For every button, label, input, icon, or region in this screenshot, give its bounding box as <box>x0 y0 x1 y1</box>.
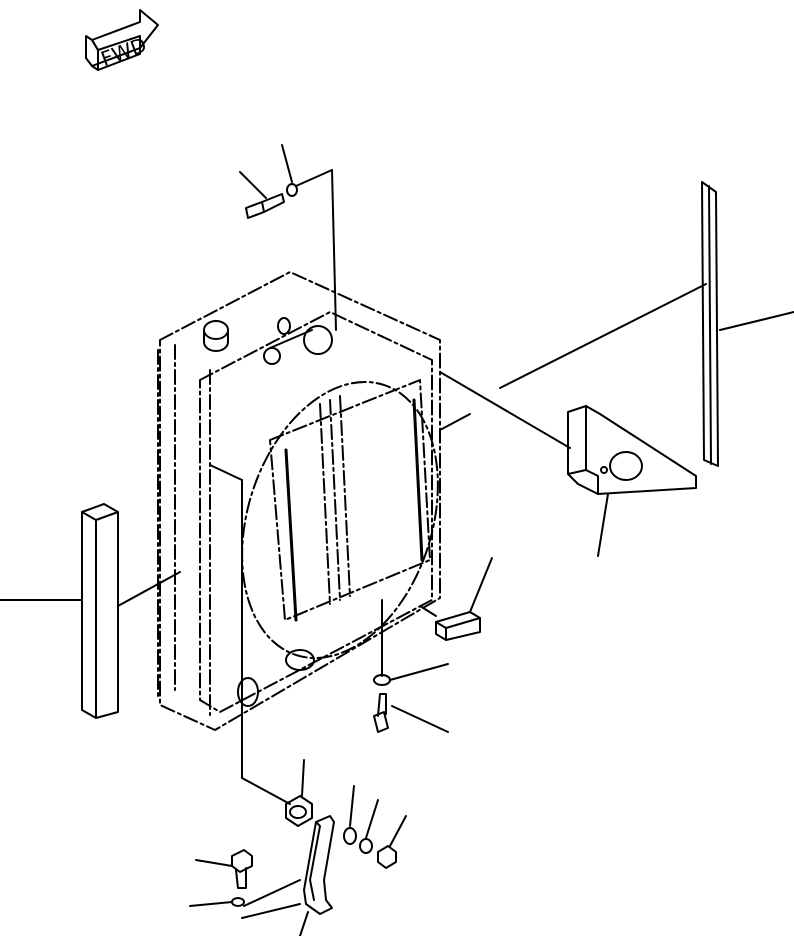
spring-washer <box>359 799 379 854</box>
fwd-arrow-icon: FWD <box>85 9 159 71</box>
bolt-top <box>239 171 285 219</box>
top-pipe <box>263 325 333 365</box>
washer-lower <box>373 663 449 686</box>
washer-bottom <box>189 897 245 907</box>
leader-guide <box>439 371 571 449</box>
leader-seal-left <box>117 571 181 607</box>
bolt-bottom <box>195 849 253 889</box>
mount-bracket <box>299 815 335 936</box>
leader-seal-right <box>499 283 707 389</box>
leader-pad <box>419 605 437 617</box>
guide-bracket <box>567 405 697 557</box>
leader-bottom <box>243 879 301 907</box>
leader-bottom-2 <box>241 903 301 919</box>
leader-top-mount <box>295 169 333 187</box>
radiator-core <box>269 379 431 621</box>
seal-strip-left <box>0 503 119 719</box>
bolt-lower <box>373 693 449 733</box>
washer-mount <box>343 785 357 845</box>
nut <box>377 815 407 869</box>
leader-mount <box>209 464 243 481</box>
fwd-label: FWD <box>98 32 150 71</box>
leader-top-mount-2 <box>331 169 337 331</box>
filler-cap <box>203 320 229 352</box>
cushion-mount <box>285 759 313 827</box>
core-fins <box>284 398 424 622</box>
washer-top <box>281 144 298 197</box>
radiator-assembly <box>157 271 441 731</box>
bottom-outlet <box>237 649 315 707</box>
pressure-valve <box>277 317 291 335</box>
seal-strip-right <box>701 181 794 467</box>
pad <box>435 557 493 641</box>
fan-shroud <box>241 380 439 660</box>
leader-mount-3 <box>241 777 291 805</box>
leader-guide-2 <box>439 413 471 431</box>
